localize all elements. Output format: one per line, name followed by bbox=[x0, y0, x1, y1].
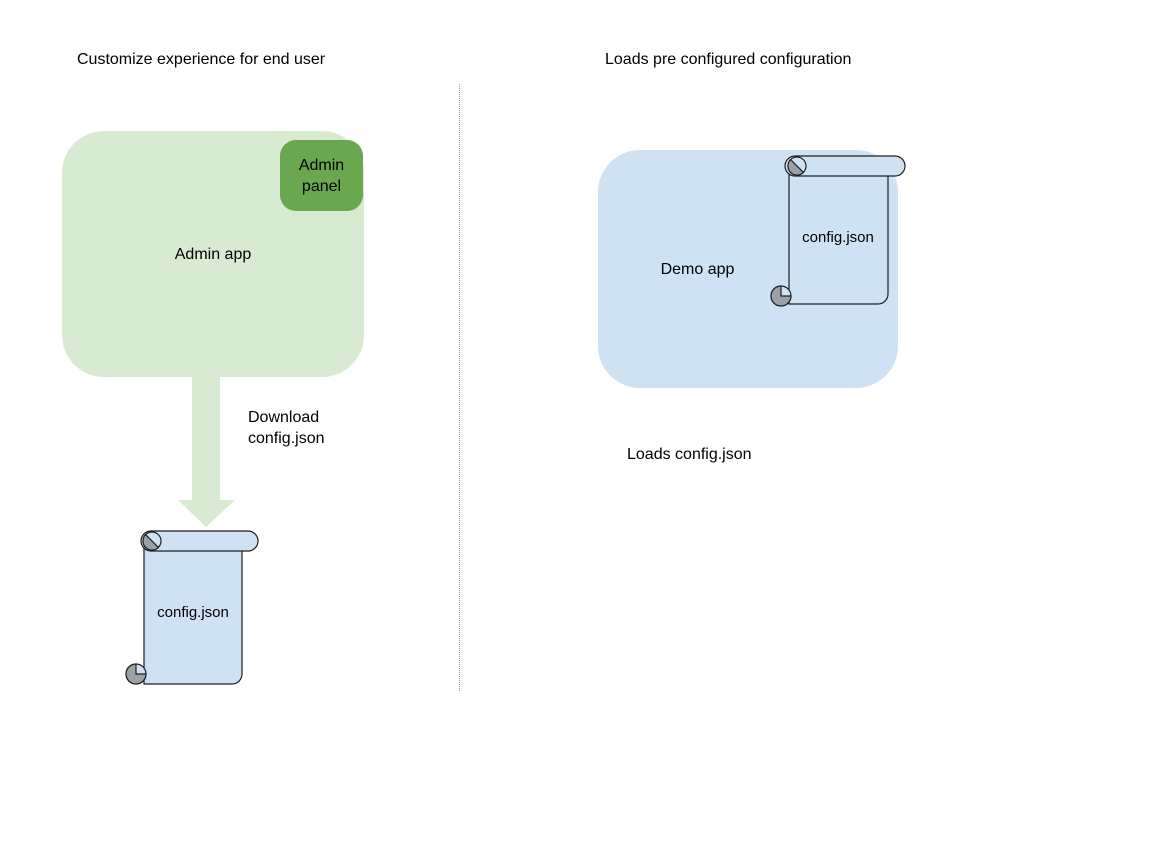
download-arrow-label: Download config.json bbox=[248, 407, 325, 449]
scroll-body bbox=[788, 165, 889, 305]
scroll-top-roll bbox=[140, 530, 259, 552]
download-arrow-label-line2: config.json bbox=[248, 430, 325, 447]
config-json-label-right: config.json bbox=[802, 229, 874, 246]
config-json-scroll-right bbox=[770, 155, 906, 307]
left-panel-title: Customize experience for end user bbox=[77, 51, 326, 68]
scroll-bottom-curl-shade bbox=[770, 285, 792, 307]
scroll-bottom-curl-shade bbox=[125, 663, 147, 685]
scroll-top-curl-shade bbox=[787, 158, 805, 176]
right-panel-title: Loads pre configured configuration bbox=[605, 51, 852, 68]
config-json-label-left: config.json bbox=[157, 604, 229, 621]
down-arrow-shape bbox=[178, 377, 235, 527]
divider-dotted-line bbox=[459, 84, 460, 691]
admin-panel-label: Admin panel bbox=[298, 156, 345, 195]
loads-config-caption: Loads config.json bbox=[627, 446, 752, 463]
download-arrow bbox=[178, 377, 235, 527]
download-arrow-label-line1: Download bbox=[248, 409, 320, 426]
admin-panel-box: Admin panel bbox=[280, 140, 363, 211]
admin-app-label: Admin app bbox=[174, 245, 252, 263]
scroll-top-curl-shade bbox=[142, 533, 160, 551]
demo-app-label: Demo app bbox=[660, 261, 735, 278]
config-json-scroll-left bbox=[125, 530, 259, 685]
scroll-body bbox=[143, 540, 243, 685]
scroll-top-roll bbox=[784, 155, 906, 177]
